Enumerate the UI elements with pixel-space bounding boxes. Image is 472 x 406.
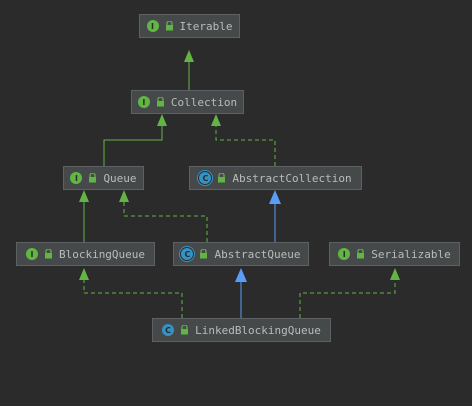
node-label: Queue xyxy=(103,171,137,185)
node-label: AbstractQueue xyxy=(214,247,301,261)
arrowhead-abstractcollection xyxy=(269,190,281,204)
node-abstract-queue[interactable]: C AbstractQueue xyxy=(173,242,309,266)
node-serializable[interactable]: I Serializable xyxy=(329,242,460,266)
arrowhead-iterable xyxy=(184,50,194,62)
edge-lbq-serializable xyxy=(299,280,396,318)
node-label: BlockingQueue xyxy=(58,247,146,261)
interface-icon: I xyxy=(338,248,351,260)
node-collection[interactable]: I Collection xyxy=(131,90,244,114)
arrowhead-collection-left xyxy=(157,114,167,126)
lock-icon xyxy=(44,249,52,259)
class-icon: C xyxy=(162,324,175,336)
lock-icon xyxy=(357,249,365,259)
interface-icon: I xyxy=(146,20,159,32)
arrowhead-queue-right xyxy=(119,190,129,202)
node-blocking-queue[interactable]: I BlockingQueue xyxy=(16,242,155,266)
node-label: Collection xyxy=(170,95,238,109)
lock-icon xyxy=(156,97,164,107)
node-label: Serializable xyxy=(371,247,451,261)
arrowhead-queue-left xyxy=(79,190,89,202)
edge-abstractcollection-collection xyxy=(215,126,276,166)
interface-icon: I xyxy=(70,172,83,184)
edge-abstractqueue-queue xyxy=(123,202,208,242)
node-iterable[interactable]: I Iterable xyxy=(139,14,240,38)
node-label: LinkedBlockingQueue xyxy=(195,323,321,337)
node-queue[interactable]: I Queue xyxy=(63,166,144,190)
lock-icon xyxy=(181,325,189,335)
lock-icon xyxy=(200,249,208,259)
abstract-class-icon: C xyxy=(199,172,212,184)
lock-icon xyxy=(89,173,97,183)
node-label: AbstractCollection xyxy=(232,171,352,185)
lock-icon xyxy=(218,173,226,183)
node-linked-blocking-queue[interactable]: C LinkedBlockingQueue xyxy=(152,318,331,342)
arrowhead-blockingqueue xyxy=(79,268,89,280)
node-label: Iterable xyxy=(179,19,233,33)
node-abstract-collection[interactable]: C AbstractCollection xyxy=(189,166,362,190)
arrowhead-serializable xyxy=(390,268,400,280)
interface-icon: I xyxy=(25,248,38,260)
lock-icon xyxy=(165,21,173,31)
interface-icon: I xyxy=(137,96,150,108)
arrowhead-collection-right xyxy=(211,114,221,126)
abstract-class-icon: C xyxy=(181,248,194,260)
edge-queue-collection xyxy=(103,126,163,166)
arrowhead-abstractqueue xyxy=(235,268,247,282)
edge-lbq-blockingqueue xyxy=(83,280,183,318)
